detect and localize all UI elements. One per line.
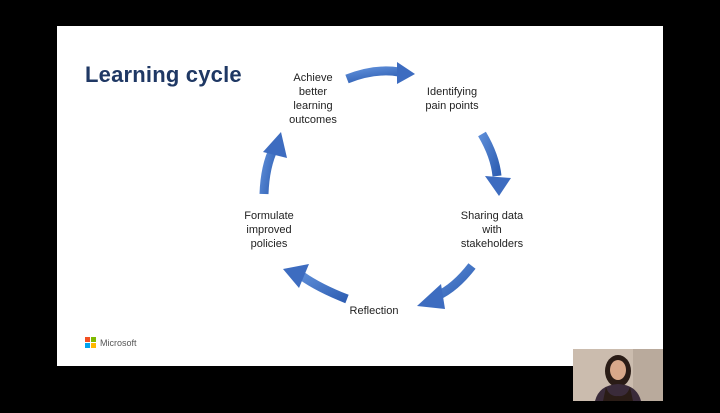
- microsoft-logo-icon: [85, 337, 96, 348]
- presenter-image: [573, 349, 663, 401]
- cycle-step-achieve: Achieve better learning outcomes: [289, 72, 337, 126]
- cycle-arrow-icon: [417, 263, 476, 309]
- slide-title: Learning cycle: [85, 62, 242, 87]
- cycle-step-reflection: Reflection: [349, 305, 399, 317]
- microsoft-logo-text: Microsoft: [100, 337, 137, 348]
- microsoft-logo: Microsoft: [85, 337, 137, 348]
- cycle-step-sharing: Sharing data with stakeholders: [460, 210, 524, 250]
- cycle-arrow-icon: [283, 264, 349, 304]
- cycle-arrow-icon: [259, 132, 287, 195]
- cycle-step-identifying: Identifying pain points: [425, 86, 479, 112]
- cycle-diagram: [259, 62, 511, 309]
- cycle-step-formulate: Formulate improved policies: [244, 210, 294, 250]
- presenter-webcam: [573, 349, 663, 401]
- presentation-slide: Learning cycle: [57, 26, 663, 366]
- cycle-arrow-icon: [345, 62, 415, 84]
- cycle-arrow-icon: [478, 131, 511, 196]
